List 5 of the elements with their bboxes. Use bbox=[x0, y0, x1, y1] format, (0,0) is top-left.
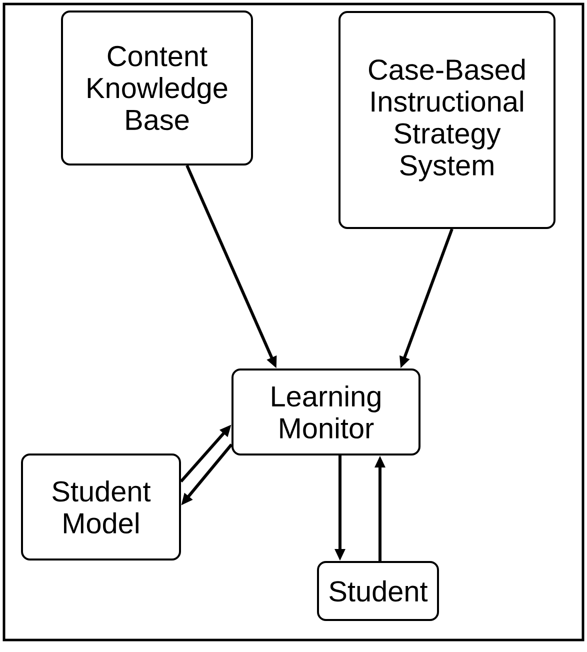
process-box: Case-Based Instructional Strategy System bbox=[338, 11, 556, 229]
process-box: Content Knowledge Base bbox=[61, 10, 253, 166]
process-box: Learning Monitor bbox=[232, 368, 420, 456]
process-box: Student Model bbox=[21, 454, 181, 560]
process-box: Student bbox=[317, 561, 439, 621]
